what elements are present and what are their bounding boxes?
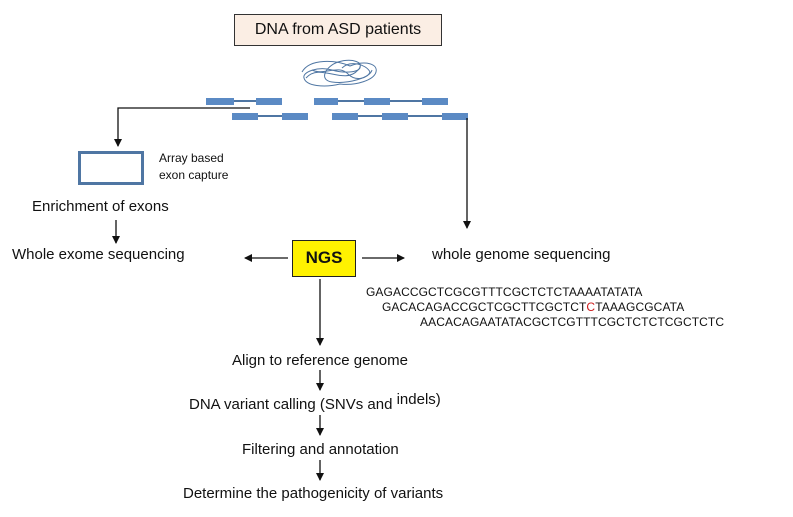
dna-tangle-icon bbox=[301, 59, 377, 87]
read-1: GAGACCGCTCGCGTTTCGCTCTCTAAAATATATA bbox=[366, 285, 643, 299]
array-capture-label: Array based exon capture bbox=[159, 150, 228, 184]
step-variant-calling: DNA variant calling (SNVs and indels) bbox=[189, 391, 441, 413]
read-2-text-a: GACACAGACCGCTCGCTTCGCTCT bbox=[382, 300, 587, 314]
wes-label: Whole exome sequencing bbox=[12, 246, 185, 263]
step-variant-calling-main: DNA variant calling (SNVs and bbox=[189, 396, 397, 413]
step-filtering: Filtering and annotation bbox=[242, 441, 399, 458]
read-1-text: GAGACCGCTCGCGTTTCGCTCTCTAAAATATATA bbox=[366, 285, 643, 299]
array-capture-line2: exon capture bbox=[159, 168, 229, 182]
source-box-label: DNA from ASD patients bbox=[254, 21, 422, 38]
ngs-label: NGS bbox=[305, 248, 343, 267]
enrichment-label: Enrichment of exons bbox=[32, 198, 169, 215]
read-3: AACACAGAATATACGCTCGTTTCGCTCTCTCGCTCTC bbox=[420, 315, 724, 329]
step-pathogenicity: Determine the pathogenicity of variants bbox=[183, 485, 444, 502]
source-box: DNA from ASD patients bbox=[234, 14, 442, 46]
read-3-text: AACACAGAATATACGCTCGTTTCGCTCTCTCGCTCTC bbox=[420, 315, 725, 329]
array-capture-box bbox=[78, 151, 144, 185]
array-capture-line1: Array based bbox=[159, 151, 224, 165]
read-2-text-b: TAAAGCGCATA bbox=[595, 300, 685, 314]
step-variant-calling-raised: indels) bbox=[396, 391, 441, 408]
read-2-variant-base: C bbox=[586, 300, 596, 314]
wgs-label: whole genome sequencing bbox=[432, 246, 611, 263]
step-align: Align to reference genome bbox=[232, 352, 408, 369]
dna-fragments bbox=[206, 98, 468, 120]
read-2: GACACAGACCGCTCGCTTCGCTCTCTAAAGCGCATA bbox=[382, 300, 684, 314]
ngs-box: NGS bbox=[292, 240, 356, 277]
arrow-to-capture bbox=[114, 107, 250, 147]
